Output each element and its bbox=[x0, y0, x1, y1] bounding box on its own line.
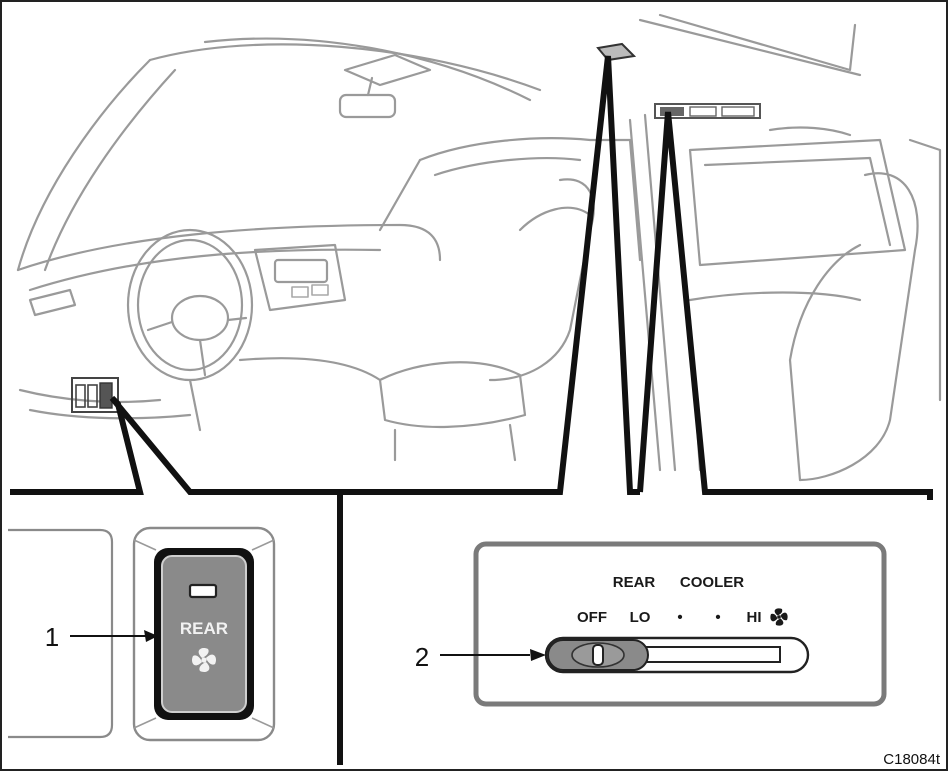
figure-code: C18084t bbox=[883, 751, 941, 768]
hi-fan-icon bbox=[770, 608, 788, 626]
panel-title-rear: REAR bbox=[613, 574, 656, 591]
callout-number-2: 2 bbox=[415, 642, 429, 672]
callout-number-1: 1 bbox=[45, 622, 59, 652]
position-mid-2: • bbox=[715, 609, 720, 626]
callout-frames bbox=[10, 55, 933, 765]
position-hi: HI bbox=[747, 609, 762, 626]
rear-switch-button[interactable] bbox=[161, 555, 247, 713]
position-off: OFF bbox=[577, 609, 607, 626]
overhead-cooler-strip bbox=[654, 103, 761, 119]
rear-switch-label: REAR bbox=[180, 619, 228, 638]
indicator-lamp bbox=[188, 583, 218, 599]
panel-title-cooler: COOLER bbox=[680, 574, 744, 591]
position-lo: LO bbox=[630, 609, 651, 626]
slider-slot bbox=[639, 646, 781, 663]
car-interior-illustration bbox=[16, 13, 942, 482]
fan-speed-slider-knob[interactable] bbox=[547, 639, 649, 671]
dash-switch-cluster bbox=[71, 377, 119, 413]
position-mid-1: • bbox=[677, 609, 682, 626]
fan-icon bbox=[192, 648, 216, 672]
rear-cooler-panel: REAR COOLER OFF LO • • HI 2 bbox=[415, 541, 887, 707]
rear-switch-detail: REAR 1 bbox=[8, 526, 276, 742]
